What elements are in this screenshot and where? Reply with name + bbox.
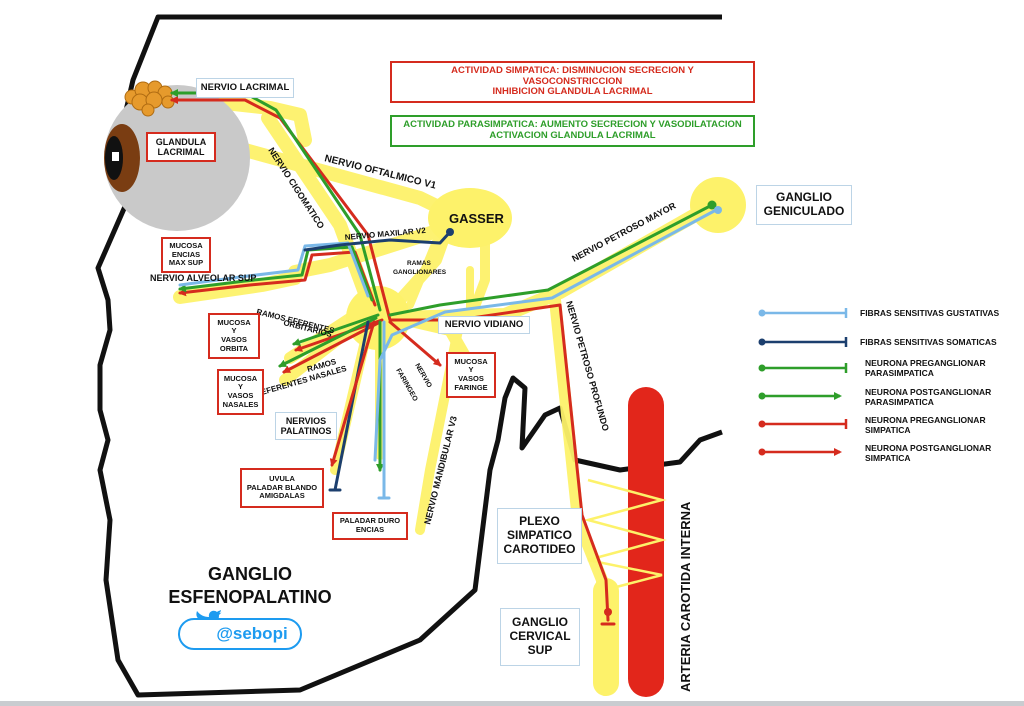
label-nervio-faringeo-1: NERVIO <box>413 363 433 390</box>
label-gasser: GASSER <box>449 211 505 226</box>
sympathetic-activity-box: ACTIVIDAD SIMPATICA: DISMINUCION SECRECI… <box>390 61 755 103</box>
legend-label-post-parasimpatica: NEURONA POSTGANGLIONAR PARASIMPATICA <box>865 387 992 408</box>
twitter-handle-badge: @sebopi <box>178 618 302 650</box>
twitter-handle-text: @sebopi <box>216 624 288 643</box>
nerve-fibers <box>170 89 722 626</box>
ganglio-cervical-label: GANGLIO CERVICAL SUP <box>500 608 580 666</box>
legend-label-pre-simpatica: NEURONA PREGANGLIONAR SIMPATICA <box>865 415 986 436</box>
internal-carotid-artery <box>628 387 664 697</box>
carotid-plexus-zigzag <box>583 478 667 592</box>
legend-label-somaticas: FIBRAS SENSITIVAS SOMATICAS <box>860 337 997 347</box>
nervio-vidiano-label: NERVIO VIDIANO <box>438 316 530 334</box>
nervios-palatinos-label: NERVIOS PALATINOS <box>275 412 337 440</box>
skull-outline <box>95 14 723 698</box>
legend-label-post-simpatica: NEURONA POSTGANGLIONAR SIMPATICA <box>865 443 992 464</box>
mucosa-faringe-box: MUCOSA Y VASOS FARINGE <box>446 352 496 398</box>
legend-lines <box>758 308 848 456</box>
mucosa-encias-box: MUCOSA ENCIAS MAX SUP <box>161 237 211 273</box>
label-arteria-carotida: ARTERIA CAROTIDA INTERNA <box>678 501 693 692</box>
label-nervio-alveolar: NERVIO ALVEOLAR SUP <box>150 273 256 283</box>
ganglio-esfenopalatino-title: GANGLIO ESFENOPALATINO <box>168 564 332 607</box>
mucosa-nasales-box: MUCOSA Y VASOS NASALES <box>217 369 264 415</box>
label-ramas-1: RAMAS <box>407 260 431 267</box>
sphenopalatine-ganglion-blob <box>346 286 410 350</box>
glandula-lacrimal-box: GLANDULA LACRIMAL <box>146 132 216 162</box>
geniculate-ganglion-blob <box>690 177 746 233</box>
plexo-simpatico-label: PLEXO SIMPATICO CAROTIDEO <box>497 508 582 564</box>
pupil-reflex <box>112 152 119 161</box>
mucosa-orbita-box: MUCOSA Y VASOS ORBITA <box>208 313 260 359</box>
uvula-box: UVULA PALADAR BLANDO AMIGDALAS <box>240 468 324 508</box>
label-nervio-faringeo-2: FARINGEO <box>394 368 419 404</box>
lacrimal-gland-icon <box>124 80 175 117</box>
paladar-duro-box: PALADAR DURO ENCIAS <box>332 512 408 540</box>
parasympathetic-activity-box: ACTIVIDAD PARASIMPATICA: AUMENTO SECRECI… <box>390 115 755 147</box>
footer-bar <box>0 701 1024 706</box>
nervio-lacrimal-label: NERVIO LACRIMAL <box>196 78 294 98</box>
label-ramas-2: GANGLIONARES <box>393 269 447 276</box>
cervical-ganglion-blob <box>593 578 619 696</box>
legend-label-gustativas: FIBRAS SENSITIVAS GUSTATIVAS <box>860 308 1000 318</box>
legend-label-pre-parasimpatica: NEURONA PREGANGLIONAR PARASIMPATICA <box>865 358 986 379</box>
ganglio-geniculado-label: GANGLIO GENICULADO <box>756 185 852 225</box>
